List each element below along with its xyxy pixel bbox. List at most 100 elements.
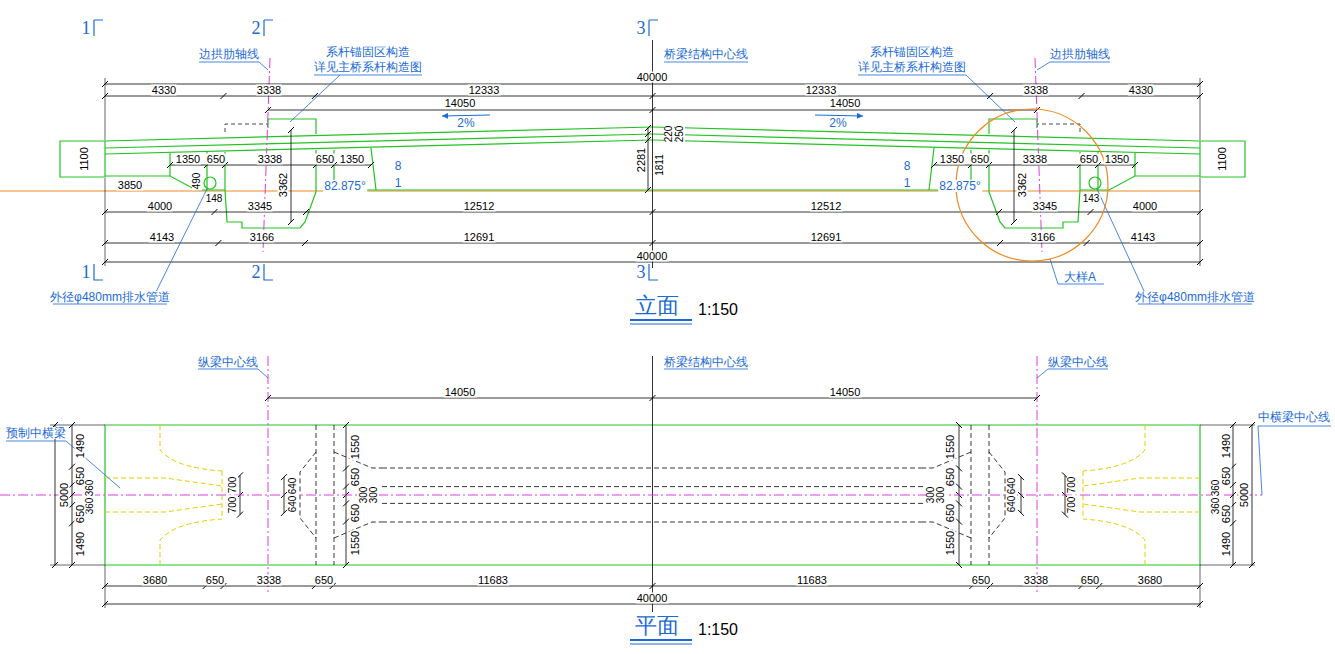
dimension-line <box>1233 425 1234 565</box>
dimension-text: 12333 <box>468 85 501 96</box>
dimension-text: 700 <box>228 496 238 515</box>
dimension-text: 360 <box>85 479 95 498</box>
dimension-text: 12333 <box>805 85 838 96</box>
dimension-text: 650 <box>945 503 956 523</box>
dimension-text: 4000 <box>1132 201 1158 212</box>
dimension-text: 650 <box>315 154 335 165</box>
dimension-text: 650 <box>314 575 334 586</box>
dimension-text: 650 <box>1080 575 1100 586</box>
crossbeam-outline <box>160 425 222 471</box>
dimension-text: 250 <box>675 125 685 144</box>
dimension-text: 12512 <box>463 201 496 212</box>
dimension-text: 1350 <box>939 154 965 165</box>
dimension-text: 1490 <box>1221 531 1232 557</box>
extension-line <box>105 565 106 608</box>
dimension-text: 1100 <box>1217 146 1228 172</box>
beam-outline <box>105 134 653 148</box>
dimension-text: 650 <box>970 154 990 165</box>
leader-line <box>1097 189 1252 304</box>
leader-line <box>1037 62 1110 70</box>
dimension-text: 700 <box>1067 496 1077 515</box>
center-line <box>652 40 653 612</box>
note-label: 系杆锚固区构造 <box>869 46 955 58</box>
dimension-text: 360 <box>1211 497 1221 516</box>
note-label: 外径φ480mm排水管道 <box>1134 291 1256 303</box>
dimension-text: 40000 <box>636 72 669 83</box>
section-mark: 2 <box>251 263 262 281</box>
dimension-text: 700 <box>1067 476 1077 495</box>
dimension-text: 14050 <box>829 387 862 398</box>
section-mark: 3 <box>636 19 647 37</box>
dimension-text: 640 <box>1007 495 1017 514</box>
extension-line <box>1200 178 1201 266</box>
note-label: 纵梁中心线 <box>1047 356 1109 368</box>
dimension-text: 1550 <box>945 434 956 460</box>
title-underline <box>630 639 692 641</box>
dimension-text: 3362 <box>1017 172 1028 198</box>
dimension-text: 11683 <box>796 575 828 586</box>
section-mark <box>94 20 658 280</box>
dimension-line <box>105 243 1200 244</box>
dimension-line <box>105 96 1200 97</box>
dimension-text: 3362 <box>278 172 289 198</box>
beam-outline <box>268 119 316 134</box>
axis-line <box>268 356 269 592</box>
beam-outline <box>225 150 316 228</box>
leader-line <box>290 75 422 122</box>
extension-line <box>105 78 106 140</box>
leader-line <box>1050 259 1104 284</box>
dimension-text: 3338 <box>257 154 283 165</box>
note-label: 82.875° <box>938 180 982 192</box>
note-label: 1 <box>394 177 403 189</box>
dimension-text: 1550 <box>350 434 361 460</box>
extension-line <box>1200 565 1255 566</box>
dimension-text: 14050 <box>444 387 477 398</box>
note-label: 1 <box>903 177 912 189</box>
dimension-text: 3166 <box>1030 232 1056 243</box>
dimension-line <box>105 212 1200 213</box>
dimension-text: 5000 <box>59 482 70 508</box>
dimension-text: 1550 <box>350 530 361 556</box>
leader-line <box>1037 369 1108 378</box>
dimension-line <box>55 425 56 565</box>
beam-outline <box>60 141 105 177</box>
dimension-text: 148 <box>205 194 224 204</box>
dimension-text: 700 <box>228 476 238 495</box>
extension-line <box>1200 565 1201 608</box>
note-label: 预制中横梁 <box>5 427 67 439</box>
note-label: 桥梁结构中心线 <box>663 356 749 368</box>
dimension-text: 3680 <box>142 575 168 586</box>
note-label: 中横梁中心线 <box>1257 411 1331 423</box>
note-label: 外径φ480mm排水管道 <box>49 291 171 303</box>
dimension-line <box>1014 130 1015 222</box>
dimension-text: 640 <box>1007 477 1017 496</box>
leader-line <box>53 189 207 304</box>
dimension-text: 300 <box>936 486 946 505</box>
note-label: 边拱肋轴线 <box>198 48 260 60</box>
title-underline <box>630 324 692 325</box>
dimension-text: 5000 <box>1239 482 1250 508</box>
slope-arrow <box>442 115 490 116</box>
dimension-line <box>55 84 1252 604</box>
dimension-text: 3166 <box>249 232 275 243</box>
note-label: 大样A <box>1063 271 1097 283</box>
leader-line <box>858 75 1015 122</box>
slope-arrow <box>442 115 863 116</box>
center-line <box>652 356 653 612</box>
note-label: 82.875° <box>323 180 367 192</box>
view-title: 平面 <box>634 615 680 637</box>
note-label: 8 <box>903 160 912 172</box>
leader-line <box>1258 426 1331 495</box>
dimension-text: 220 <box>664 125 674 144</box>
dimension-text: 650 <box>971 575 991 586</box>
scale-text: 1:150 <box>697 622 739 638</box>
dimension-line <box>105 262 1200 263</box>
dimension-text: 650 <box>350 467 361 487</box>
section-mark <box>264 20 273 36</box>
note-label: 桥梁结构中心线 <box>663 48 749 60</box>
dimension-text: 1350 <box>1104 154 1130 165</box>
note-label: 2% <box>456 117 475 129</box>
dimension-text: 300 <box>926 486 936 505</box>
dimension-text: 650 <box>1079 154 1099 165</box>
